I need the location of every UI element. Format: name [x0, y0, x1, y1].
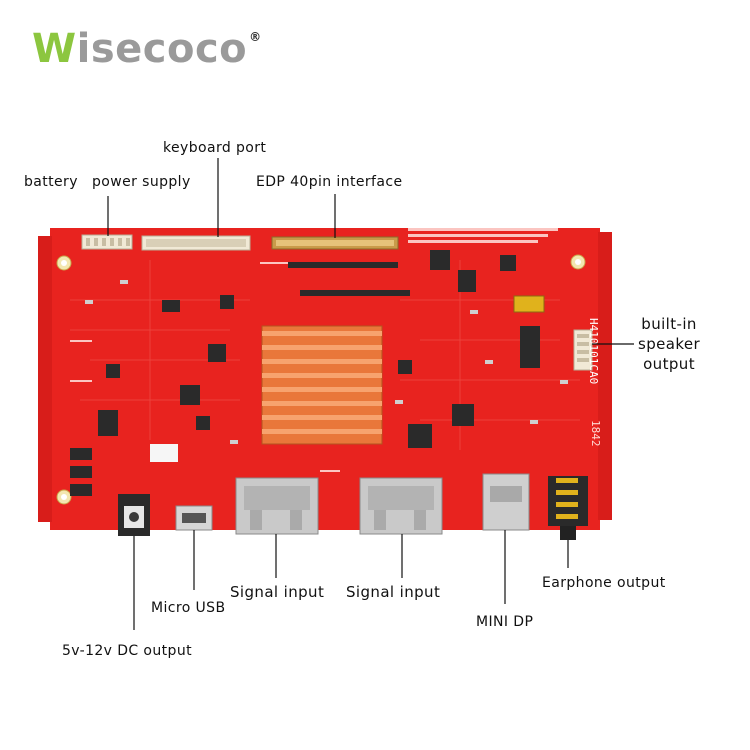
board-date-code: 1842: [589, 420, 602, 447]
label-battery: battery: [24, 174, 78, 190]
tantalum-capacitor: [513, 295, 545, 313]
callout-lines: [107, 158, 634, 630]
label-sticker: [150, 444, 178, 462]
label-power-supply: power supply: [92, 174, 191, 190]
label-edp-interface: EDP 40pin interface: [256, 174, 403, 190]
mount-hole-center: [61, 494, 67, 500]
label-micro-usb: Micro USB: [151, 600, 226, 616]
micro-usb-opening: [182, 513, 206, 523]
label-builtin-line1: built-in: [641, 315, 697, 333]
brand-logo: Wisecoco®: [32, 26, 262, 72]
earphone-jack-barrel: [560, 526, 576, 540]
heatsink: [261, 325, 383, 445]
label-builtin-line3: output: [643, 355, 695, 373]
logo-initial: W: [32, 26, 77, 72]
board-code-vertical: H410101CA0: [587, 318, 600, 384]
label-signal-input-1: Signal input: [230, 583, 325, 601]
label-earphone-output: Earphone output: [542, 575, 666, 591]
pcb-right-rail: [598, 232, 612, 520]
label-dc-output: 5v-12v DC output: [62, 643, 193, 659]
registered-mark: ®: [249, 30, 262, 44]
label-mini-dp: MINI DP: [476, 614, 534, 630]
label-keyboard-port: keyboard port: [163, 140, 267, 156]
hdmi-port-1-opening: [244, 486, 310, 510]
edp-connector-pins: [276, 240, 394, 246]
mount-hole-center: [575, 259, 581, 265]
keyboard-connector-pins: [146, 239, 246, 247]
pcb-left-rail: [38, 236, 52, 522]
hdmi-port-2-opening: [368, 486, 434, 510]
heatsink-fins: [262, 331, 382, 434]
smd-components: [70, 250, 540, 496]
label-builtin-line2: speaker: [638, 335, 701, 353]
mount-hole-center: [61, 260, 67, 266]
label-signal-input-2: Signal input: [346, 583, 441, 601]
passive-components: [85, 280, 568, 444]
mini-dp-opening: [490, 486, 522, 502]
label-builtin-speaker: built-in speaker output: [638, 314, 700, 374]
logo-text: isecoco: [76, 26, 248, 72]
silkscreen-marks: [70, 228, 558, 472]
